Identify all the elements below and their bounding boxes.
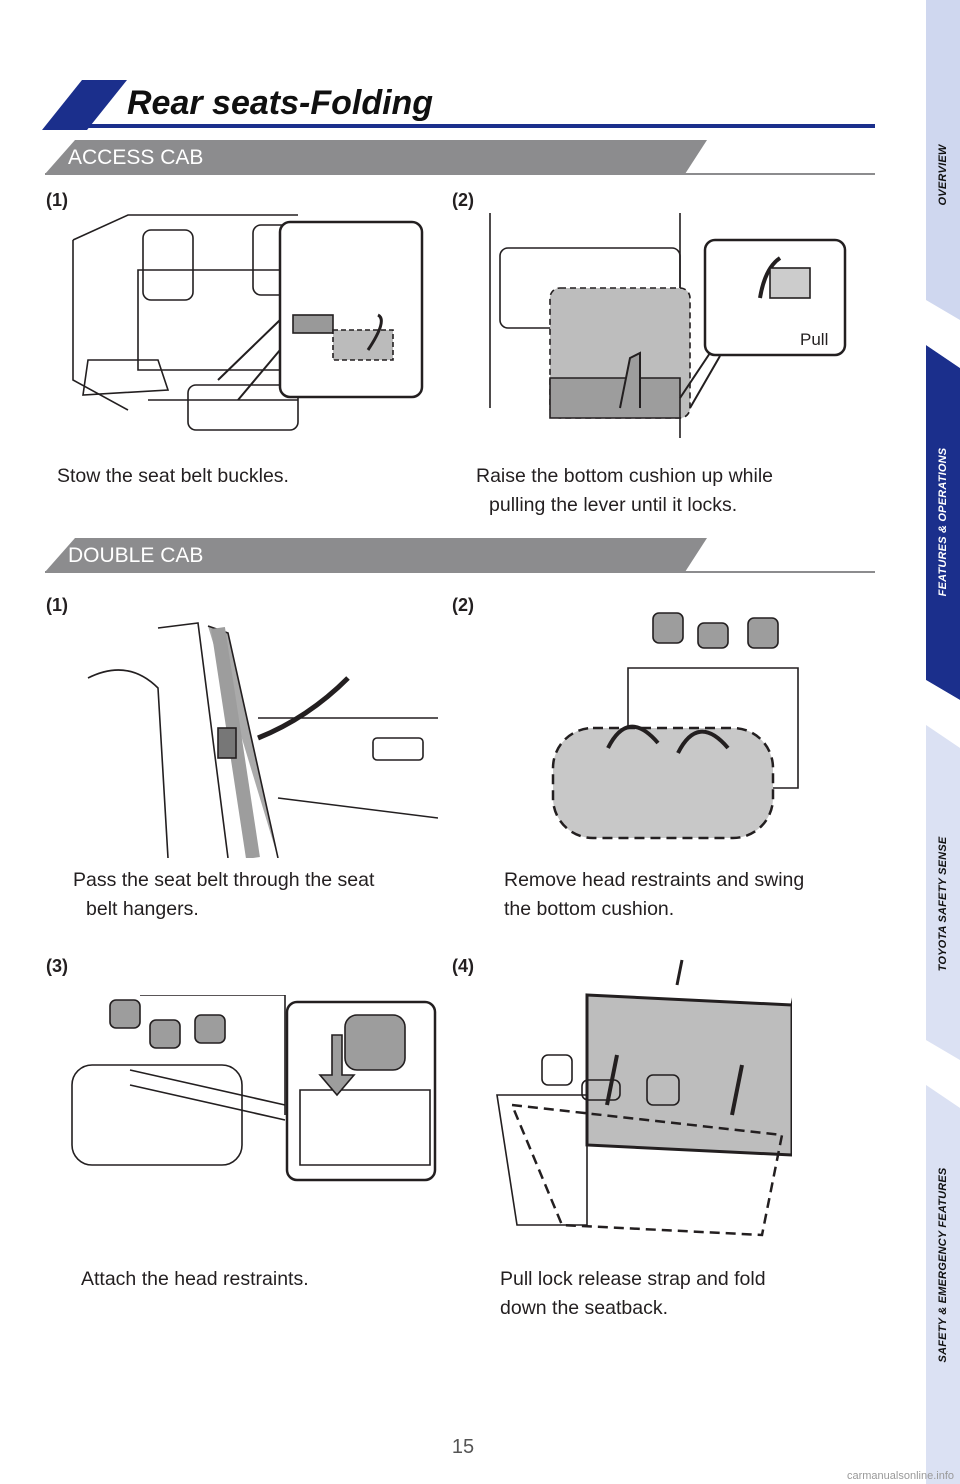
- illustration-fold-seatback: [492, 955, 792, 1250]
- step-caption: Pull lock release strap and fold down th…: [500, 1265, 766, 1323]
- illustration-raise-cushion: [480, 208, 850, 458]
- illustration-remove-restraints: [548, 608, 808, 858]
- illustration-stow-buckles: [68, 210, 428, 460]
- step-number: (1): [46, 190, 68, 210]
- step-number: (2): [452, 595, 474, 615]
- caption-line: the bottom cushion.: [504, 898, 675, 920]
- step-caption: Attach the head restraints.: [81, 1265, 309, 1294]
- caption-line: Remove head restraints and swing: [504, 869, 805, 891]
- section-bar-access-cab: [45, 140, 875, 175]
- side-navigation-rail: [926, 0, 960, 1484]
- illustration-seat-belt-hanger: [78, 618, 438, 858]
- step-number: (4): [452, 956, 474, 976]
- step-number: (2): [452, 190, 474, 210]
- page-number: 15: [451, 1436, 475, 1458]
- caption-line: Pass the seat belt through the seat: [73, 869, 375, 891]
- callout-label-pull: Pull: [800, 330, 829, 349]
- step-caption: Remove head restraints and swing the bot…: [504, 866, 804, 924]
- step-caption: Raise the bottom cushion up while pullin…: [476, 462, 773, 520]
- watermark-text: carmanualsonline.info: [846, 1470, 954, 1482]
- caption-line: down the seatback.: [500, 1297, 669, 1319]
- section-bar-double-cab: [45, 538, 875, 573]
- caption-line: Attach the head restraints.: [81, 1268, 309, 1290]
- caption-line: Stow the seat belt buckles.: [57, 465, 289, 487]
- title-banner: [42, 80, 875, 130]
- caption-line: pulling the lever until it locks.: [489, 494, 738, 516]
- illustration-attach-restraints: [70, 995, 440, 1185]
- side-tab-overview[interactable]: OVERVIEW: [937, 144, 949, 206]
- side-tab-toyota-safety-sense[interactable]: TOYOTA SAFETY SENSE: [937, 836, 949, 972]
- step-caption: Pass the seat belt through the seat belt…: [73, 866, 374, 924]
- side-tab-features-operations[interactable]: FEATURES & OPERATIONS: [937, 447, 949, 597]
- caption-line: Raise the bottom cushion up while: [476, 465, 774, 487]
- section-label-double-cab: DOUBLE CAB: [68, 544, 204, 567]
- section-label-access-cab: ACCESS CAB: [68, 146, 204, 169]
- caption-line: belt hangers.: [86, 898, 199, 920]
- side-tab-safety-emergency[interactable]: SAFETY & EMERGENCY FEATURES: [937, 1167, 949, 1363]
- step-caption: Stow the seat belt buckles.: [57, 462, 289, 491]
- step-number: (3): [46, 956, 68, 976]
- caption-line: Pull lock release strap and fold: [500, 1268, 766, 1290]
- page-title: Rear seats-Folding: [127, 84, 434, 122]
- step-number: (1): [46, 595, 68, 615]
